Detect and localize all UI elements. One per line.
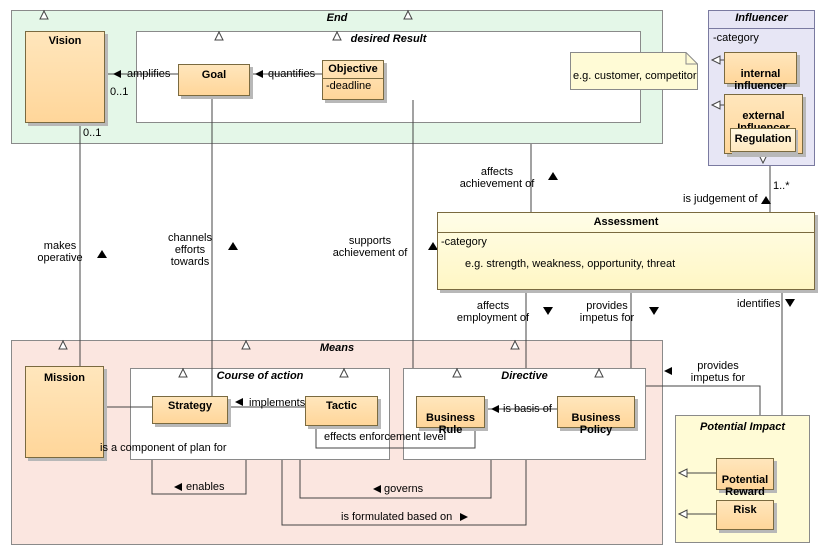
channels-efforts-label: channels efforts towards bbox=[167, 232, 213, 268]
influencer-package-title: Influencer bbox=[735, 12, 788, 24]
component-of-plan-label: is a component of plan for bbox=[100, 442, 227, 454]
directive-title: Directive bbox=[501, 370, 548, 382]
course-of-action-title: Course of action bbox=[216, 370, 304, 382]
supports-achievement-label: supports achievement of bbox=[332, 235, 408, 259]
desired-result-title: desired Result bbox=[350, 33, 427, 45]
multiplicity-vision-goal: 0..1 bbox=[110, 86, 129, 98]
tactic-class[interactable]: Tactic bbox=[305, 396, 378, 426]
strategy-class[interactable]: Strategy bbox=[152, 396, 228, 424]
business-policy-class[interactable]: Business Policy bbox=[557, 396, 635, 436]
provides-impetus-impact-label: provides impetus for bbox=[690, 360, 746, 384]
multiplicity-influencer-assessment: 1..* bbox=[773, 180, 790, 192]
multiplicity-vision-mission: 0..1 bbox=[83, 127, 102, 139]
identifies-label: identifies bbox=[737, 298, 781, 310]
tactic-label: Tactic bbox=[326, 400, 357, 412]
governs-label: governs bbox=[384, 483, 424, 495]
mission-class[interactable]: Mission bbox=[25, 366, 104, 458]
formulated-based-on-label: is formulated based on bbox=[341, 511, 453, 523]
vision-label: Vision bbox=[48, 35, 82, 47]
strategy-label: Strategy bbox=[167, 400, 213, 412]
risk-label: Risk bbox=[733, 504, 757, 516]
potential-impact-title: Potential Impact bbox=[700, 421, 785, 433]
makes-operative-label: makes operative bbox=[37, 240, 83, 264]
affects-employment-label: affects employment of bbox=[456, 300, 530, 324]
assessment-label: Assessment bbox=[593, 216, 659, 228]
potential-reward-class[interactable]: Potential Reward bbox=[716, 458, 774, 498]
assessment-attribute: -category bbox=[441, 236, 487, 248]
is-judgement-label: is judgement of bbox=[683, 193, 758, 205]
potential-reward-label: Potential Reward bbox=[721, 474, 769, 498]
means-package-title: Means bbox=[319, 342, 355, 354]
regulation-label: Regulation bbox=[734, 133, 792, 145]
effects-enforcement-label: effects enforcement level bbox=[324, 431, 447, 443]
assessment-class[interactable]: Assessment -category e.g. strength, weak… bbox=[437, 212, 815, 290]
business-rule-class[interactable]: Business Rule bbox=[416, 396, 485, 436]
influencer-note-text: e.g. customer, competitor bbox=[573, 70, 697, 82]
influencer-note: e.g. customer, competitor bbox=[570, 52, 698, 90]
is-basis-of-label: is basis of bbox=[503, 403, 552, 415]
business-policy-label: Business Policy bbox=[571, 412, 621, 436]
enables-label: enables bbox=[186, 481, 225, 493]
quantifies-label: quantifies bbox=[268, 68, 316, 80]
objective-attribute: -deadline bbox=[326, 80, 372, 92]
end-package-title: End bbox=[326, 12, 348, 24]
assessment-note-text: e.g. strength, weakness, opportunity, th… bbox=[465, 258, 676, 270]
affects-achievement-label: affects achievement of bbox=[459, 166, 535, 190]
goal-label: Goal bbox=[201, 69, 227, 81]
amplifies-label: amplifies bbox=[127, 68, 171, 80]
mission-label: Mission bbox=[44, 372, 85, 384]
implements-label: implements bbox=[249, 397, 306, 409]
objective-class[interactable]: Objective -deadline bbox=[322, 60, 384, 100]
business-rule-label: Business Rule bbox=[426, 412, 475, 436]
goal-class[interactable]: Goal bbox=[178, 64, 250, 96]
provides-impetus-assessment-label: provides impetus for bbox=[579, 300, 635, 324]
internal-influencer-class[interactable]: internal influencer bbox=[724, 52, 797, 92]
objective-label: Objective bbox=[328, 63, 378, 75]
vision-class[interactable]: Vision bbox=[25, 31, 105, 123]
regulation-class[interactable]: Regulation bbox=[730, 128, 796, 152]
internal-influencer-label: internal influencer bbox=[734, 68, 787, 92]
risk-class[interactable]: Risk bbox=[716, 500, 774, 530]
influencer-attribute: -category bbox=[713, 32, 759, 44]
